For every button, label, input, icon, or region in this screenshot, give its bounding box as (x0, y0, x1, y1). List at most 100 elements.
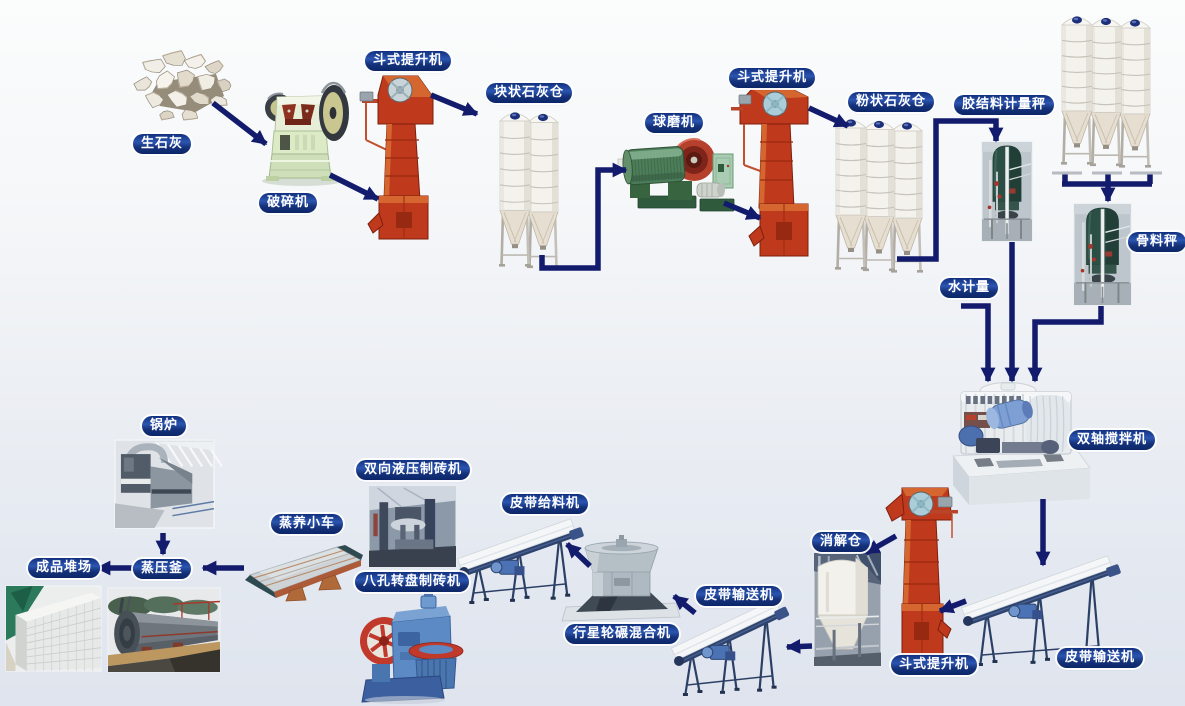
quicklime-rocks-part (216, 78, 225, 87)
autoclave-photo-part (143, 596, 185, 614)
quicklime-rocks-part (192, 53, 207, 62)
flow-label-lump-lime-silo: 块状石灰仓 (485, 83, 573, 103)
twin-shaft-mixer-machine-part (986, 399, 1033, 430)
boiler-photo (114, 439, 223, 529)
bucket-elevator-1-part (359, 91, 374, 102)
curing-cart-machine-part (258, 552, 352, 583)
curing-cart-machine-part (285, 586, 307, 602)
lump-lime-silos-part (503, 212, 517, 243)
powder-lime-silos-part (904, 251, 910, 255)
flow-label-water-meter: 水计量 (939, 278, 999, 298)
quicklime-rocks-part (144, 81, 153, 91)
aggregate-silos-part (1061, 101, 1093, 104)
powder-lime-silos-part (877, 218, 891, 248)
flow-label-binder-scale: 胶结料计量秤 (953, 95, 1055, 115)
twin-shaft-mixer-machine-part (966, 415, 976, 420)
flow-label-belt-conveyor-right: 皮带输送机 (1056, 648, 1144, 668)
flow-label-boiler: 锅炉 (141, 416, 187, 436)
bucket-elevator-3-part (937, 496, 953, 508)
lump-lime-silos (498, 112, 560, 269)
powder-lime-silos-part (836, 216, 841, 270)
powder-lime-silos-part (864, 218, 869, 271)
rotary-press-machine-part (372, 664, 390, 682)
quicklime-rocks-part (177, 80, 190, 88)
rotary-press-machine-part (380, 624, 386, 638)
aggregate-scale-photo-part (1089, 234, 1092, 287)
twin-shaft-mixer-machine-part (953, 456, 969, 505)
hydraulic-press-photo-part (377, 487, 405, 510)
ball-mill-machine (617, 138, 735, 212)
belt-conveyor-mid-machine-part (757, 688, 763, 692)
powder-lime-silos-part (905, 219, 919, 250)
belt-feeder-machine-part (473, 583, 566, 594)
aggregate-silos (1060, 16, 1152, 168)
aggregate-silos-part (1090, 71, 1122, 75)
aggregate-silos-part (1090, 87, 1122, 90)
autoclave-photo-part (169, 649, 220, 672)
powder-lime-silos-part (891, 177, 923, 180)
binder-scale-photo-part (1009, 146, 1021, 202)
jaw-crusher-part (321, 176, 334, 181)
twin-shaft-mixer-machine-part (994, 396, 1000, 404)
curing-cart-machine-part (318, 574, 342, 591)
equipment-layer (5, 16, 1152, 704)
bucket-elevator-2-part (765, 95, 785, 113)
flow-label-autoclave: 蒸压釜 (132, 559, 192, 579)
flow-label-aggregate-scale: 骨料秤 (1127, 232, 1185, 252)
lump-lime-silos-part (499, 152, 531, 155)
curing-cart-machine-part (264, 556, 358, 587)
binder-scale-photo-part (994, 181, 999, 186)
powder-lime-silos-part (835, 267, 841, 270)
lump-lime-silos-part (499, 264, 505, 267)
belt-conveyor-right-machine-part (1030, 660, 1036, 664)
belt-conveyor-right-machine-part (1106, 564, 1121, 577)
powder-lime-silos-part (847, 120, 853, 124)
autoclave-photo-part (123, 625, 131, 641)
powder-lime-silos-part (889, 268, 895, 272)
lump-lime-silos-part (499, 168, 531, 171)
planetary-mixer-machine-part (593, 570, 603, 596)
planetary-mixer-machine-part (596, 596, 618, 611)
planetary-mixer-machine-part (601, 544, 642, 552)
digestion-silo-photo-part (814, 652, 881, 666)
aggregate-scale-photo-part (1080, 268, 1085, 273)
hydraulic-press-photo-part (390, 518, 426, 532)
binder-scale-photo-part (987, 205, 992, 210)
hydraulic-press-photo-part (395, 539, 434, 550)
lump-lime-silos-part (499, 136, 531, 139)
powder-lime-silos-part (863, 268, 869, 272)
powder-lime-silos-part (917, 219, 922, 273)
aggregate-silos-part (1120, 28, 1124, 114)
quicklime-rocks-part (219, 99, 228, 107)
product-yard-photo (5, 585, 102, 672)
aggregate-scale-photo-part (1091, 257, 1096, 262)
aggregate-silos-part (1065, 112, 1079, 142)
binder-scale-photo-part (994, 149, 998, 197)
lump-lime-silos-part (552, 122, 558, 212)
quicklime-rocks-part (157, 82, 173, 90)
quicklime-rocks-part (218, 60, 224, 71)
flow-line-aggregate-scale-twin-shaft-mixer (1027, 306, 1104, 383)
flow-line-digestion-silo-belt-conveyor-mid (785, 639, 813, 654)
jaw-crusher-part (280, 135, 290, 150)
rotary-press-machine-part (370, 641, 383, 653)
product-yard-photo-part (26, 627, 102, 644)
lump-lime-silos-part (511, 113, 517, 117)
flow-line-quicklime-crusher (211, 100, 268, 147)
powder-lime-silos-part (888, 129, 894, 217)
quicklime-rocks-part (133, 76, 153, 91)
powder-lime-silos-part (863, 206, 895, 210)
jaw-crusher-part (277, 96, 323, 105)
powder-lime-silos-part (892, 219, 897, 273)
boiler-photo-part (172, 500, 215, 510)
autoclave-photo-part (172, 600, 221, 605)
aggregate-silos-part (1145, 165, 1151, 168)
belt-conveyor-mid-machine-part (701, 646, 714, 659)
product-yard-photo-part (26, 647, 102, 658)
digestion-silo-photo-part (815, 644, 880, 651)
twin-shaft-mixer-machine-part (973, 396, 978, 404)
quicklime-rocks-part (175, 89, 188, 98)
binder-scale-photo-part (989, 159, 992, 228)
ball-mill-machine-part (717, 183, 725, 197)
